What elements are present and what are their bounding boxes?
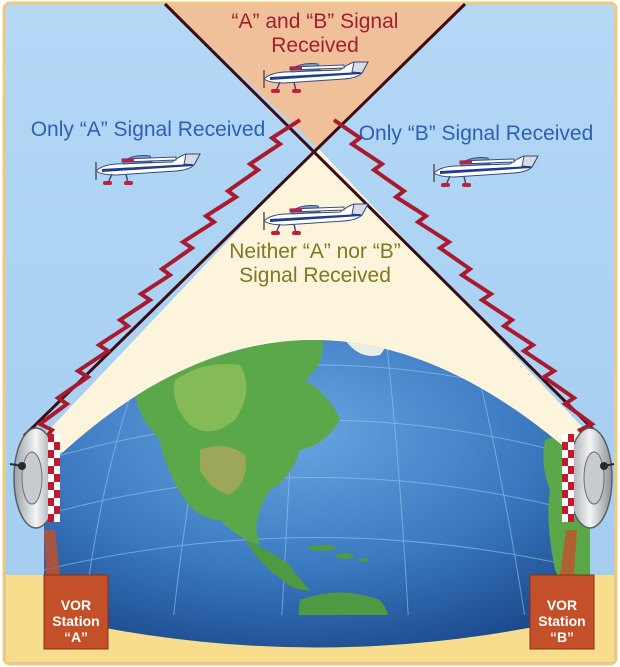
station-a-box [43,574,109,650]
station-b-label: VOR Station “B” [531,597,593,645]
station-b-line3: “B” [549,629,575,645]
only-a-label: Only “A” Signal Received [30,118,266,141]
station-a-line3: “A” [63,629,89,645]
station-a-line2: Station [52,613,100,629]
both-signals-label: “A” and “B” Signal Received [200,10,430,58]
only-b-label: Only “B” Signal Received [358,122,594,145]
signal-b-edge [163,2,602,438]
station-a-post [44,530,60,575]
neither-signal-line2: Signal Received [239,264,391,287]
station-b-post [560,530,577,575]
signal-a-edge [22,2,467,438]
signal-a-fringe [36,118,302,447]
neither-signal-label: Neither “A” nor “B” Signal Received [190,240,440,288]
both-signals-line1: “A” and “B” Signal [231,10,399,33]
vor-antenna-icon [9,427,60,529]
station-a-line1: VOR [60,597,92,613]
station-b-line1: VOR [546,597,578,613]
station-b-box [529,574,595,650]
neither-signal-line1: Neither “A” nor “B” [229,240,401,263]
vor-antenna-icon [562,427,615,529]
both-signals-line2: Received [271,34,359,57]
signal-b-fringe [332,118,596,447]
station-b-line2: Station [538,613,586,629]
station-a-label: VOR Station “A” [45,597,107,645]
